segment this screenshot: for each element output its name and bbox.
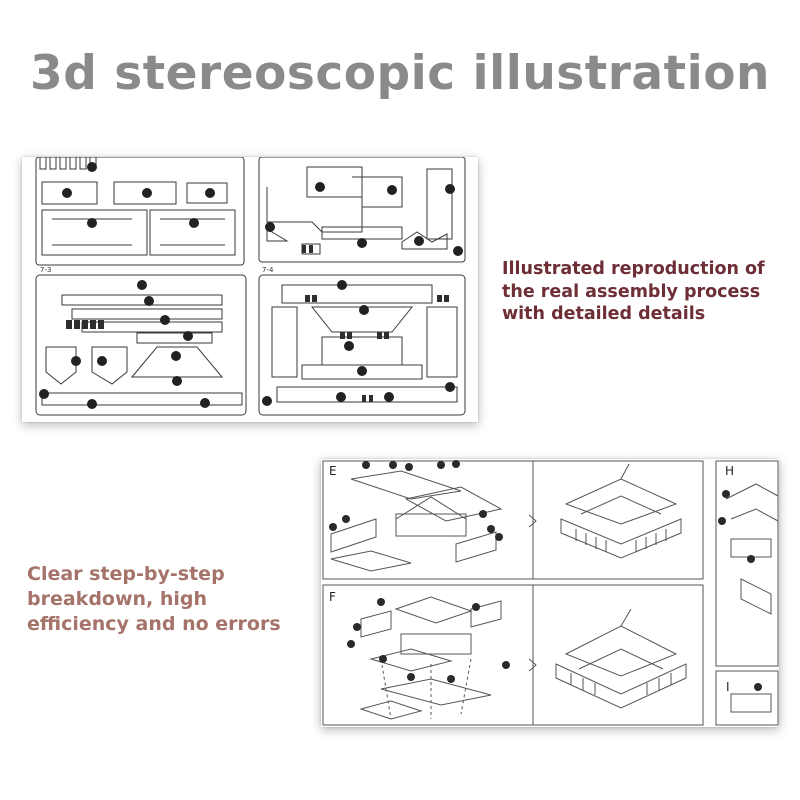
- assembly-steps-drawing: E F H I: [322, 460, 779, 726]
- step-label-i: I: [726, 680, 730, 694]
- section-label-7-4: 7-4: [262, 266, 274, 274]
- step-label-e: E: [329, 464, 337, 478]
- caption-line: breakdown, high: [27, 588, 208, 610]
- step-label-f: F: [329, 590, 336, 604]
- caption-line: Illustrated reproduction of: [502, 259, 765, 279]
- parts-sheet-drawing: 7-3 7-4: [35, 157, 466, 416]
- caption-line: efficiency and no errors: [27, 613, 281, 635]
- caption-assembly-reproduction: Illustrated reproduction of the real ass…: [502, 258, 792, 326]
- section-label-7-3: 7-3: [40, 266, 51, 274]
- caption-line: with detailed details: [502, 304, 706, 324]
- caption-line: Clear step-by-step: [27, 563, 225, 585]
- page-title: 3d stereoscopic illustration: [30, 46, 770, 101]
- step-label-h: H: [725, 464, 734, 478]
- assembly-steps-image: E F H I: [321, 459, 779, 727]
- caption-step-breakdown: Clear step-by-step breakdown, high effic…: [27, 562, 312, 637]
- parts-sheet-image: 7-3 7-4: [22, 157, 478, 422]
- caption-line: the real assembly process: [502, 281, 761, 302]
